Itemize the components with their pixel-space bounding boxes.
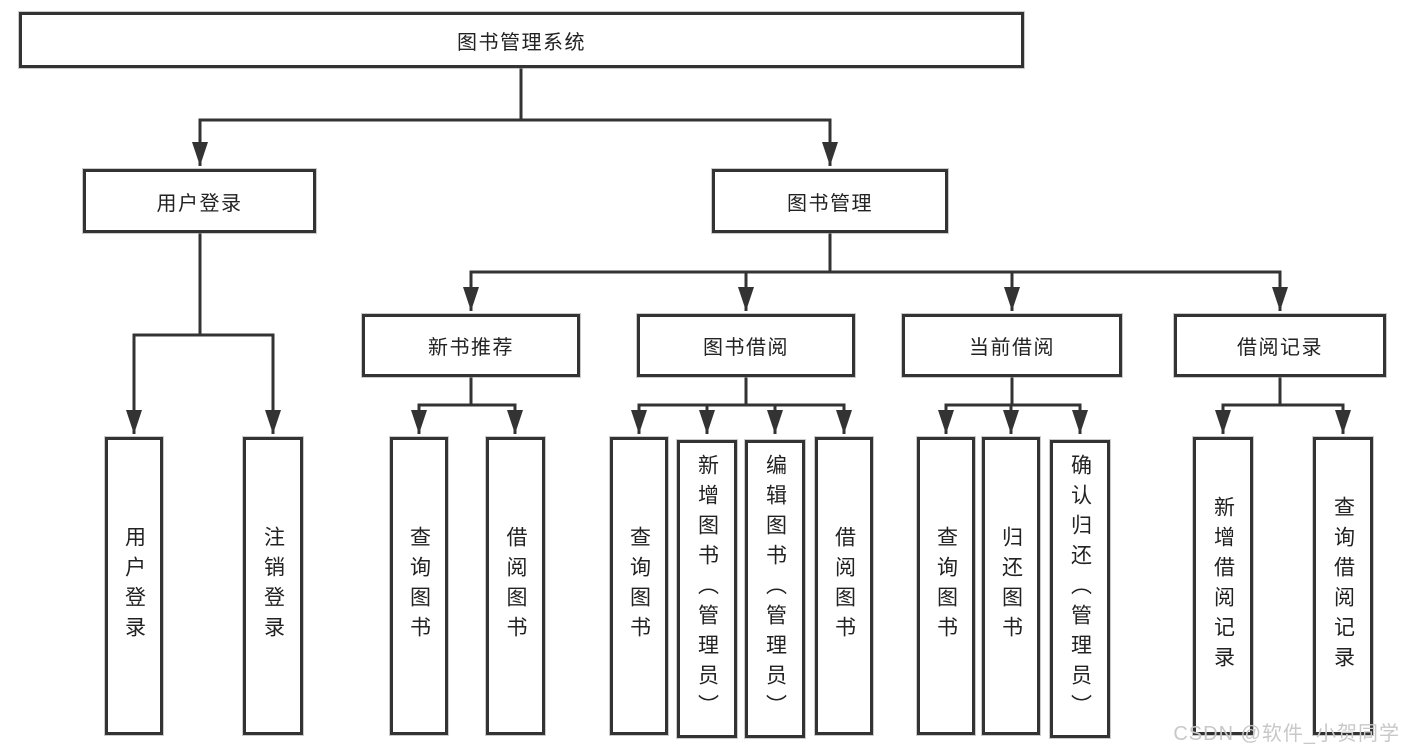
node-label: 当前借阅: [969, 337, 1055, 359]
node-label: 借阅记录: [1237, 337, 1323, 359]
leaf-add-books-admin: 新增图书（管理员）: [677, 440, 737, 738]
node-library-management-system: 图书管理系统: [19, 12, 1024, 68]
leaf-edit-books-admin: 编辑图书（管理员）: [745, 440, 805, 738]
leaf-logout: 注销登录: [243, 437, 303, 735]
leaf-label: 确认归还（管理员）: [1068, 454, 1092, 724]
leaf-add-borrow-record: 新增借阅记录: [1193, 437, 1253, 735]
leaf-label: 归还图书: [999, 526, 1023, 646]
csdn-watermark: CSDN @软件_小贺同学: [1173, 723, 1400, 745]
node-book-management: 图书管理: [712, 169, 948, 233]
leaf-borrow-books-recommend: 借阅图书: [486, 437, 545, 735]
leaf-label: 用户登录: [122, 526, 146, 646]
leaf-label: 查询借阅记录: [1331, 496, 1355, 676]
node-label: 图书借阅: [703, 337, 789, 359]
node-label: 图书管理系统: [457, 31, 586, 54]
leaf-confirm-return-admin: 确认归还（管理员）: [1050, 440, 1110, 738]
node-borrowing-records: 借阅记录: [1174, 314, 1386, 377]
leaf-query-books-current: 查询图书: [917, 437, 975, 735]
leaf-label: 编辑图书（管理员）: [763, 454, 787, 724]
leaf-user-login: 用户登录: [105, 437, 163, 735]
leaf-label: 查询图书: [407, 526, 431, 646]
leaf-label: 借阅图书: [832, 526, 856, 646]
leaf-label: 查询图书: [934, 526, 958, 646]
leaf-borrow-books: 借阅图书: [815, 437, 873, 735]
leaf-label: 注销登录: [261, 526, 285, 646]
node-new-book-recommend: 新书推荐: [362, 314, 580, 377]
node-label: 新书推荐: [428, 337, 514, 359]
leaf-query-books-borrow: 查询图书: [610, 437, 668, 735]
leaf-query-borrow-record: 查询借阅记录: [1313, 437, 1373, 735]
leaf-label: 借阅图书: [504, 526, 527, 646]
leaf-label: 新增借阅记录: [1211, 496, 1235, 676]
leaf-label: 新增图书（管理员）: [695, 454, 719, 724]
leaf-return-books: 归还图书: [982, 437, 1040, 735]
node-user-login: 用户登录: [83, 169, 316, 233]
node-label: 用户登录: [156, 192, 243, 215]
node-label: 图书管理: [787, 192, 873, 215]
leaf-label: 查询图书: [627, 526, 651, 646]
node-current-borrowing: 当前借阅: [902, 314, 1122, 377]
leaf-query-books-recommend: 查询图书: [390, 437, 448, 735]
node-book-borrowing: 图书借阅: [637, 314, 855, 377]
